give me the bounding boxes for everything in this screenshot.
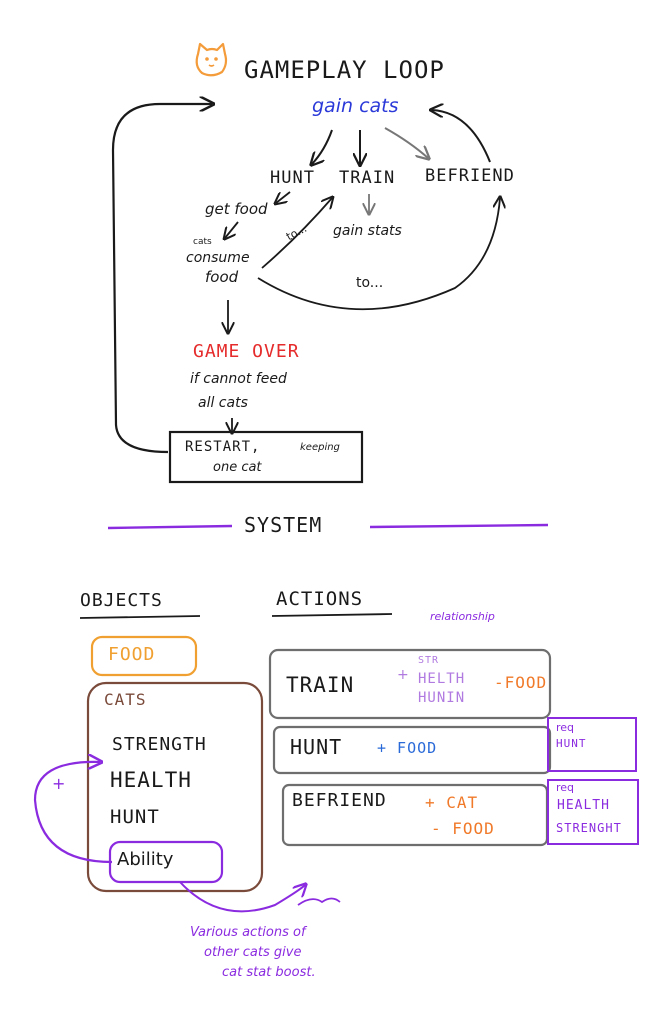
befriend-req-health: HEALTH [557,798,610,813]
hunt-req-hunt: HUNT [556,737,587,750]
objects-underline [79,615,201,619]
actions-header: ACTIONS [276,588,364,610]
cats-object-label: CATS [104,690,147,709]
befriend-req-strength: STRENGHT [556,821,622,835]
ability-note-line-1: Various actions of [190,925,306,940]
befriend-label: BEFRIEND [425,166,515,186]
system-title: SYSTEM [244,513,323,537]
cats-consume-label-small: cats [193,237,212,247]
to-befriend-label: to... [356,275,384,291]
train-plus-label: + [397,667,409,683]
loop-back-arrow [111,104,212,454]
befriend-action-label: BEFRIEND [292,790,387,811]
ability-note-line-3: cat stat boost. [222,965,316,980]
consume-to-befriend-arrow [257,198,500,311]
hunt-label: HUNT [270,168,315,188]
loop-title: GAMEPLAY LOOP [244,56,445,84]
hunt-gain-food: + FOOD [377,739,438,757]
restart-keeping-label: keeping [300,442,340,453]
hunt-action-box [272,725,552,775]
gain-cats-to-hunt-arrow [312,129,333,164]
consume-to-train-arrow [261,198,332,269]
restart-box [168,430,364,484]
ability-note-pointer [179,882,305,913]
get-food-label: get food [205,200,268,218]
ability-note-squiggle [297,897,341,906]
train-gain-hunt: HUNIN [418,690,466,706]
system-divider-left [107,524,233,530]
train-gain-str: STR [418,655,440,666]
actions-underline [271,613,393,617]
hunt-to-get-food-arrow [276,191,291,203]
stat-health-label: HEALTH [110,768,192,792]
train-label: TRAIN [339,168,396,188]
befriend-cost-food: - FOOD [431,819,495,838]
cats-box [86,681,264,893]
gain-cats-label: gain cats [312,95,399,117]
objects-header: OBJECTS [80,590,163,611]
cat-face-icon [195,42,228,77]
befriend-req-label: req [556,781,575,794]
hunt-req-box [547,717,637,772]
ability-note-line-2: other cats give [204,945,302,960]
food-label: food [205,268,239,286]
gain-cats-to-befriend-arrow [384,127,428,158]
befriend-req-box [547,779,639,845]
befriend-gain-cat: + CAT [425,793,479,812]
all-cats-label: all cats [198,395,248,411]
hunt-req-label: req [556,721,575,734]
food-box [90,635,198,677]
stat-strength-label: STRENGTH [112,734,207,755]
cannot-feed-label: if cannot feed [190,371,287,387]
ability-label: Ability [117,849,174,870]
restart-label: RESTART, [185,439,261,455]
food-object-label: FOOD [108,644,156,665]
train-gain-health: HELTH [418,671,466,687]
consume-label: consume [186,250,250,266]
train-action-label: TRAIN [286,673,355,697]
system-divider-right [369,523,549,529]
train-action-box [268,648,552,720]
stat-hunt-label: HUNT [110,806,160,828]
relationship-label: relationship [430,610,495,623]
gain-stats-label: gain stats [333,223,402,239]
ability-to-stats-arrow [33,762,113,864]
game-over-label: GAME OVER [193,341,300,362]
ability-plus-label: + [52,774,66,793]
befriend-to-gain-cats-arrow [432,110,491,163]
get-food-to-consume-arrow [225,221,239,238]
restart-one-cat-label: one cat [213,460,262,475]
hunt-action-label: HUNT [290,735,343,759]
train-cost-food: -FOOD [494,673,548,692]
